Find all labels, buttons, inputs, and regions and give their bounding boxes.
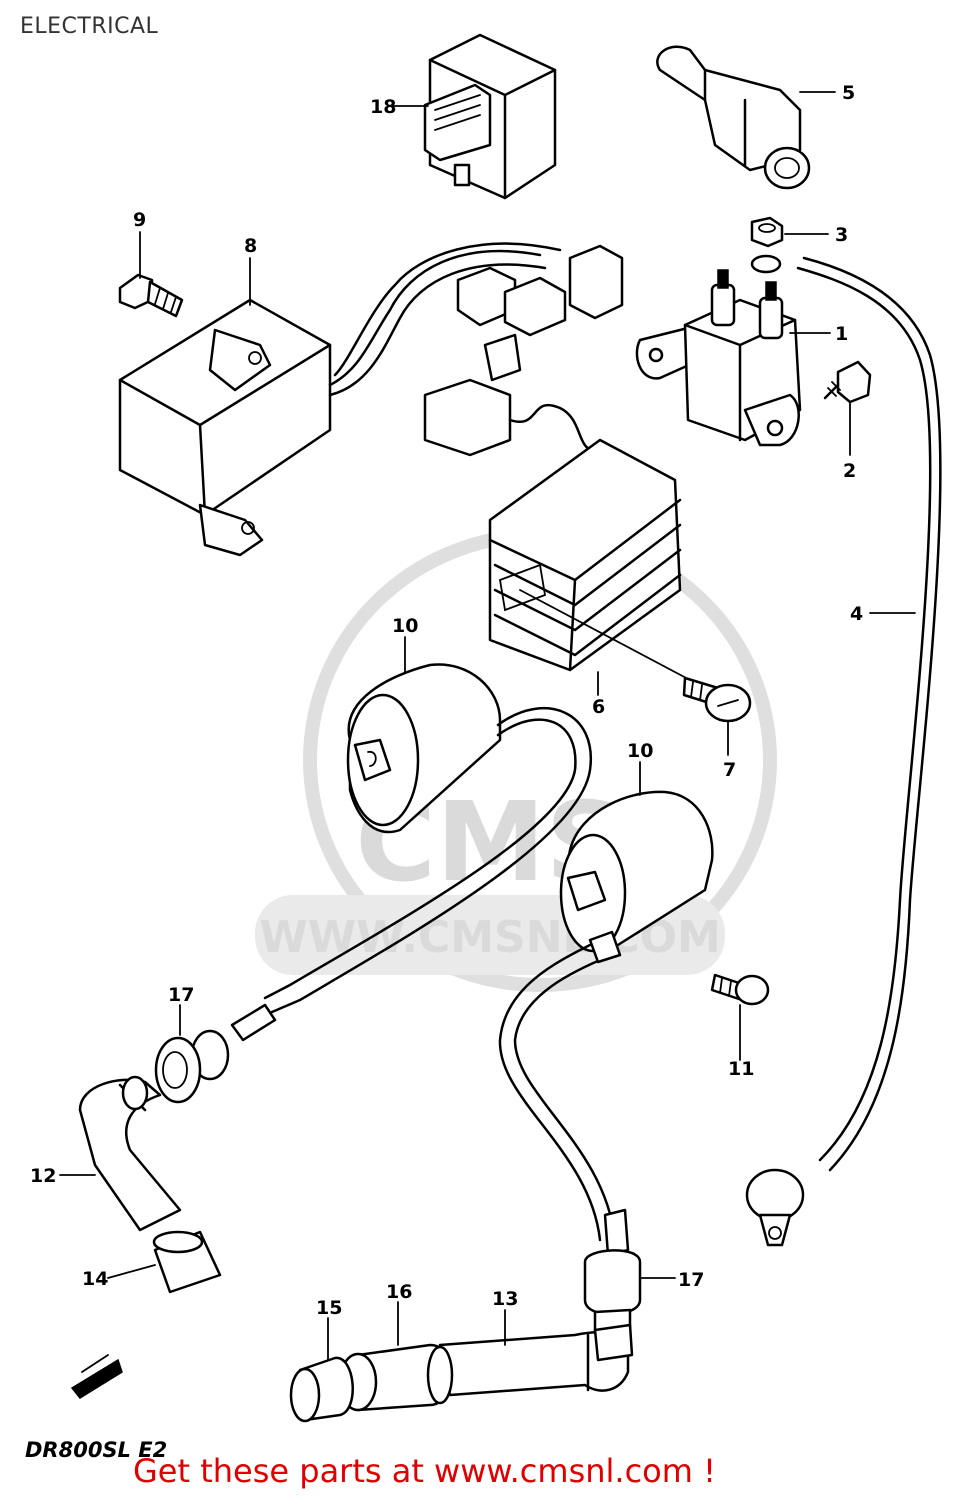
part-3-nut[interactable]	[750, 216, 784, 248]
part-7-screw[interactable]	[682, 676, 752, 723]
part-2-bolt[interactable]	[823, 360, 872, 404]
callout-8: 8	[244, 235, 257, 257]
part-11-screw[interactable]	[710, 973, 770, 1006]
part-14-cap[interactable]	[152, 1230, 222, 1294]
part-4-battery-lead[interactable]	[745, 256, 942, 1247]
callout-15: 15	[316, 1297, 342, 1319]
footer-parts-link[interactable]: Get these parts at www.cmsnl.com !	[133, 1452, 716, 1490]
callout-labels: 18 5 3 1 2 4 8 9 6 7 10 10 11 17 12 14 1…	[30, 82, 863, 1319]
part-18-relay[interactable]	[423, 33, 557, 200]
callout-10-upper: 10	[392, 615, 418, 637]
leader-lines	[59, 91, 916, 1361]
callout-2: 2	[843, 460, 856, 482]
callout-12: 12	[30, 1165, 56, 1187]
callout-5: 5	[842, 82, 855, 104]
part-17-seal-upper[interactable]	[154, 1003, 277, 1104]
callout-4: 4	[850, 603, 863, 625]
callout-10-lower: 10	[627, 740, 653, 762]
part-13-plug-cap-lower[interactable]	[438, 1323, 634, 1397]
callout-14: 14	[82, 1268, 108, 1290]
part-17-seal-lower[interactable]	[583, 1208, 642, 1334]
callout-17-lower: 17	[678, 1269, 704, 1291]
callout-13: 13	[492, 1288, 518, 1310]
part-15-cap[interactable]	[289, 1356, 354, 1423]
callout-11: 11	[728, 1058, 754, 1080]
callout-9: 9	[133, 209, 146, 231]
part-10-ignition-coil-lower[interactable]	[498, 790, 714, 1242]
callout-7: 7	[723, 759, 736, 781]
model-label: DR800SL E2	[25, 1438, 167, 1462]
callout-16: 16	[386, 1281, 412, 1303]
callout-6: 6	[592, 696, 605, 718]
part-16-seal[interactable]	[338, 1343, 454, 1412]
part-5-grommet[interactable]	[656, 45, 811, 190]
page-title: ELECTRICAL	[20, 14, 159, 39]
part-10-ignition-coil-upper[interactable]	[263, 663, 593, 1014]
front-arrow-marker	[70, 1354, 123, 1399]
part-1-starter-relay[interactable]	[635, 254, 802, 447]
callout-3: 3	[835, 224, 848, 246]
part-8-cdi-unit[interactable]	[118, 242, 624, 557]
callout-17-upper: 17	[168, 984, 194, 1006]
part-9-bolt[interactable]	[118, 273, 184, 318]
callout-18: 18	[370, 96, 396, 118]
callout-1: 1	[835, 323, 848, 345]
part-12-plug-cap-upper[interactable]	[78, 1075, 182, 1232]
part-6-regulator-rectifier[interactable]	[423, 378, 691, 681]
